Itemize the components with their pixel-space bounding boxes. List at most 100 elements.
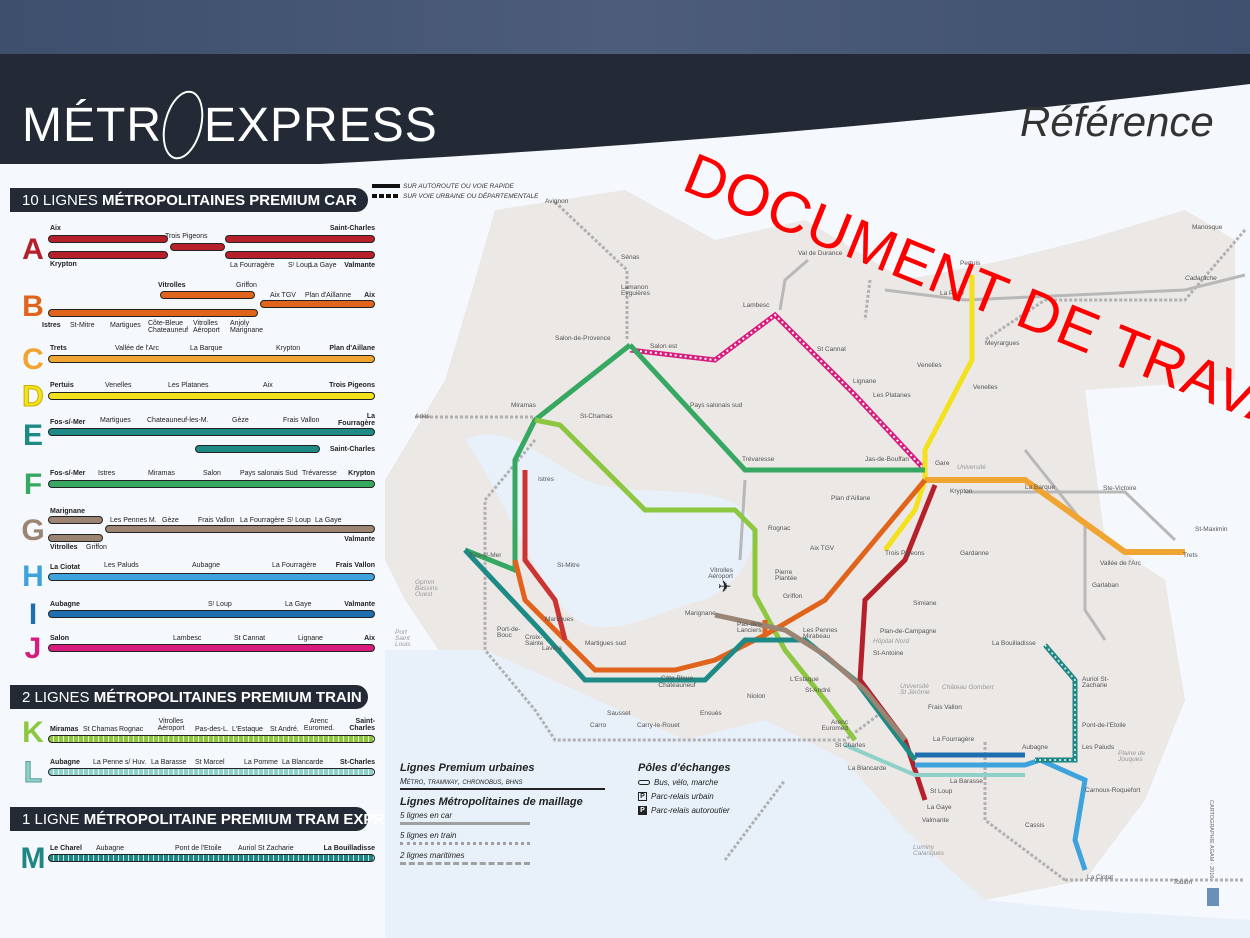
line-l-bar: [48, 768, 375, 776]
map-label: Pont-de-l'Etoile: [1082, 722, 1126, 729]
map-label: Krypton: [950, 488, 973, 495]
map-label: Sénas: [621, 254, 640, 261]
line-l-diagram[interactable]: L Aubagne La Penne s/ Huv. La Barasse St…: [20, 756, 375, 790]
line-l-letter: L: [23, 756, 43, 790]
map-label: Toulon: [1173, 879, 1193, 886]
reference-label: Référence: [1020, 98, 1214, 145]
map-label: Cassis: [1025, 822, 1045, 829]
map-label: Pas-des-Lanciers: [737, 621, 764, 634]
map-label: Griffon: [783, 593, 803, 600]
map-label: Arenc Euromed: [821, 719, 848, 732]
map-label: Val de Durance: [798, 250, 843, 257]
map-label: Gare: [935, 460, 950, 467]
line-m-bar: [48, 854, 375, 862]
map-label: Trévaresse: [742, 456, 775, 463]
line-e-diagram[interactable]: E Fos-s/-Mer Martigues Chateauneuf-les-M…: [20, 413, 375, 463]
map-label: Trois Pigeons: [885, 550, 925, 557]
line-a-diagram[interactable]: A Aix Krypton Trois Pigeons Saint-Charle…: [20, 225, 375, 273]
agam-logo: [1207, 888, 1219, 906]
line-i-diagram[interactable]: I Aubagne Sᵗ Loup La Gaye Valmante: [20, 598, 375, 631]
line-g-bar: [105, 525, 375, 533]
map-label: Ste-Victoire: [1103, 485, 1137, 492]
map-label: Istres: [538, 476, 554, 483]
map-label: Carro: [590, 722, 607, 729]
map-label: Salon-de-Provence: [555, 335, 611, 342]
line-a-bar: [225, 235, 375, 243]
map-label: Vallée de l'Arc: [1100, 560, 1141, 567]
map-label: Pays salonais sud: [690, 402, 743, 409]
map-label: Valmante: [922, 817, 949, 824]
map-label: Salon est: [650, 343, 678, 350]
section-car-title: 10 LIGNES MÉTROPOLITAINES PREMIUM CAR: [10, 188, 368, 212]
airport-icon: ✈: [718, 579, 731, 596]
line-h-bar: [48, 573, 375, 581]
map-label: La Blancarde: [848, 765, 887, 772]
line-d-bar: [48, 392, 375, 400]
line-f-diagram[interactable]: F Fos-s/-Mer Istres Miramas Salon Pays s…: [20, 468, 375, 501]
map-label: Avignon: [545, 198, 569, 205]
line-e-bar: [48, 428, 375, 436]
line-i-letter: I: [28, 598, 38, 631]
map-label: Fos-s/-Mer: [470, 552, 502, 559]
map-label: L'Estaque: [790, 676, 819, 683]
map-label: La Bouilladisse: [992, 640, 1036, 647]
legend-lines: Lignes Premium urbaines Métro, tramway, …: [400, 762, 605, 871]
map-label: Rognac: [768, 525, 791, 532]
map-label: La Ciotat: [1087, 874, 1114, 881]
line-c-diagram[interactable]: C Trets Vallée de l'Arc La Barque Krypto…: [20, 343, 375, 376]
highway-line-swatch: [372, 184, 400, 189]
top-banner: [0, 0, 1250, 54]
map-label: Pierre Plantée: [775, 569, 798, 582]
line-i-bar: [48, 610, 375, 618]
line-e-bar: [195, 445, 320, 453]
line-g-diagram[interactable]: G Marignane Vitrolles Griffon Les Pennes…: [21, 508, 375, 551]
line-b-diagram[interactable]: B Vitrolles Griffon Aix TGV Plan d'Ailla…: [20, 282, 375, 334]
map-label: Les Paluds: [1082, 744, 1115, 751]
map-label: Martigues: [545, 616, 574, 623]
map-label: Université St Jérôme: [900, 683, 930, 696]
credit-text: CARTOGRAPHIE AGAM - 2016: [1208, 800, 1214, 879]
network-map[interactable]: ✈ Avignon Sénas Lamanon Eyguières Salon-…: [385, 180, 1250, 938]
line-f-bar: [48, 480, 375, 488]
line-a-bar: [48, 235, 168, 243]
line-j-diagram[interactable]: J Salon Lambesc St Cannat Lignane Aix: [20, 632, 375, 665]
map-label: Garlaban: [1092, 582, 1119, 589]
map-label: La Fourragère: [933, 736, 975, 743]
map-label: Plan d'Aillane: [831, 495, 871, 502]
map-label: Lamanon Eyguières: [621, 284, 650, 297]
map-label: La Barque: [1025, 484, 1055, 491]
map-label: Trets: [1183, 552, 1198, 559]
map-label: Arles: [415, 413, 430, 420]
map-label: Croix-Sainte: [525, 634, 544, 647]
map-label: Lavéra: [542, 645, 562, 652]
map-label: Manosque: [1192, 224, 1223, 231]
line-d-diagram[interactable]: D Pertuis Venelles Les Platanes Aix Troi…: [20, 380, 375, 414]
map-label: Carnoux-Roquefort: [1085, 787, 1141, 794]
legend-road-type: SUR AUTOROUTE OU VOIE RAPIDE SUR VOIE UR…: [372, 183, 538, 200]
line-a-bar: [48, 251, 168, 259]
map-label: Ensuès: [700, 710, 722, 717]
line-m-diagram[interactable]: M Le Charel Aubagne Pont de l'Etoile Aur…: [20, 842, 375, 875]
section-tram-title: 1 LIGNE MÉTROPOLITAINE PREMIUM TRAM EXPR…: [10, 807, 414, 831]
map-label: Plan-de-Campagne: [880, 628, 937, 635]
line-h-letter: H: [22, 560, 44, 593]
map-label: La Gaye: [927, 804, 952, 811]
line-k-diagram[interactable]: K Miramas St Chamas Rognac Vitrolles Aér…: [20, 716, 375, 749]
line-g-bar: [48, 534, 103, 542]
line-h-diagram[interactable]: H La Ciotat Les Paluds Aubagne La Fourra…: [20, 560, 375, 593]
map-label: St Cannat: [817, 346, 846, 353]
line-b-bar: [260, 300, 375, 308]
map-label: Jas-de-Bouffan: [865, 456, 909, 463]
map-label: Lignane: [853, 378, 877, 385]
map-label: Venelles: [973, 384, 998, 391]
map-label: Plaine de Jouques: [1118, 750, 1146, 763]
map-label: Niolon: [747, 693, 766, 700]
line-b-bar: [160, 291, 255, 299]
line-g-letter: G: [21, 514, 45, 547]
map-label: Port Saint Louis: [395, 629, 411, 648]
metroexpress-logo: MÉTR EXPRESS: [22, 86, 438, 164]
line-k-letter: K: [22, 716, 44, 749]
map-label: Meyrargues: [985, 340, 1020, 347]
line-k-bar: [48, 735, 375, 743]
